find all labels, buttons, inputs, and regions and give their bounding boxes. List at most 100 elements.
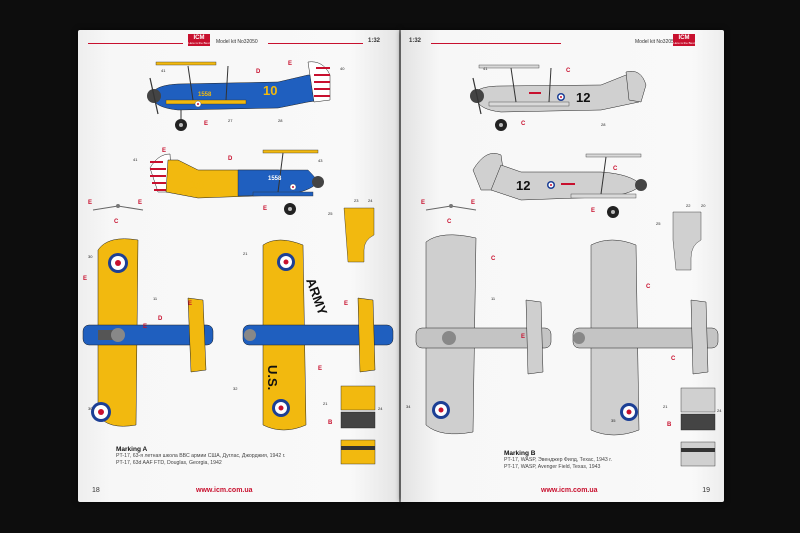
stencil-strips-right: 21 24B (663, 387, 722, 467)
svg-text:24: 24 (378, 406, 383, 411)
marking-a-drawings: 10 1558 E D E 41 40 28 27 10 1558 E D E 41 43 (82, 61, 394, 465)
fuselage-number-b1: 12 (576, 90, 590, 105)
bottom-view-right: CC 35 (572, 239, 719, 436)
tail-number-2: 1558 (268, 176, 282, 182)
svg-text:11: 11 (491, 296, 496, 301)
logo-subtitle-right: Here is the Best (673, 41, 695, 45)
page-number-right: 19 (702, 487, 710, 494)
grey-side-view-1: 12 C C 41 28 (470, 64, 647, 131)
svg-text:30: 30 (88, 254, 93, 259)
fuselage-number-2: 10 (190, 177, 204, 192)
svg-text:27: 27 (228, 118, 233, 123)
svg-text:C: C (613, 166, 618, 172)
svg-text:41: 41 (133, 157, 138, 162)
header-scale-right: 1:32 (409, 38, 422, 44)
svg-text:D: D (228, 156, 233, 162)
svg-text:32: 32 (233, 386, 238, 391)
svg-text:E: E (263, 206, 267, 212)
top-view-right: C E 34 11 (406, 234, 552, 435)
svg-text:E: E (138, 200, 142, 206)
svg-text:E: E (162, 148, 166, 154)
svg-text:20: 20 (701, 203, 706, 208)
svg-text:E: E (88, 200, 92, 206)
marking-b-drawings: 12 C C 41 28 12 C E E E C 25 22 20 (406, 64, 722, 467)
header-scale: 1:32 (368, 38, 381, 44)
wing-detail-panel-b: 25 22 20 (656, 203, 706, 271)
svg-text:B: B (667, 422, 672, 428)
marking-b-line-ru: PT-17, WASP, Эвенджер Филд, Техас, 1943 … (504, 457, 612, 463)
svg-text:E: E (318, 366, 322, 372)
front-view-small: E E C (88, 200, 144, 225)
wing-text-us: U.S. (265, 365, 280, 390)
stencil-strips-left: 21 24B (323, 385, 383, 465)
svg-text:41: 41 (161, 68, 166, 73)
svg-text:22: 22 (686, 203, 691, 208)
svg-text:30: 30 (88, 406, 93, 411)
marking-a-line-ru: PT-17, 63-я летная школа ВВС армии США, … (116, 453, 286, 459)
blue-side-view-2: 10 1558 E D E 41 43 (133, 148, 324, 215)
header-line-right-1 (431, 43, 561, 44)
svg-text:25: 25 (656, 221, 661, 226)
svg-text:24: 24 (717, 408, 722, 413)
footer-url-right[interactable]: www.icm.com.ua (541, 487, 598, 494)
marking-a-caption: Marking A PT-17, 63-я летная школа ВВС а… (116, 446, 285, 467)
svg-text:D: D (158, 316, 163, 322)
svg-text:D: D (256, 69, 261, 75)
marking-b-title: Marking B (504, 450, 536, 457)
page-number-left: 18 (92, 487, 100, 494)
svg-text:28: 28 (278, 118, 283, 123)
svg-text:35: 35 (611, 418, 616, 423)
svg-text:34: 34 (406, 404, 411, 409)
svg-text:E: E (143, 324, 147, 330)
logo-text-right: ICM (678, 35, 690, 41)
blue-side-view-1: 10 1558 E D E 41 40 28 27 (147, 61, 345, 131)
book-spine (396, 30, 404, 502)
marking-a-line-en: PT-17, 63d AAF FTD, Douglas, Georgia, 19… (116, 460, 222, 466)
svg-text:21: 21 (243, 251, 248, 256)
svg-text:C: C (447, 219, 452, 225)
svg-text:B: B (328, 420, 333, 426)
marking-b-caption: Marking B PT-17, WASP, Эвенджер Филд, Те… (504, 450, 612, 471)
svg-text:E: E (421, 200, 425, 206)
svg-text:C: C (114, 219, 119, 225)
fuselage-number-1: 10 (263, 83, 277, 98)
svg-text:C: C (646, 284, 651, 290)
svg-text:21: 21 (663, 404, 668, 409)
footer-url-left[interactable]: www.icm.com.ua (196, 487, 253, 494)
svg-text:E: E (204, 121, 208, 127)
svg-text:E: E (521, 334, 525, 340)
svg-text:28: 28 (601, 122, 606, 127)
svg-text:E: E (344, 301, 348, 307)
svg-text:41: 41 (483, 66, 488, 71)
marking-a-title: Marking A (116, 446, 148, 453)
fuselage-number-b2: 12 (516, 178, 530, 193)
header-line-right (268, 43, 363, 44)
svg-text:40: 40 (340, 66, 345, 71)
marking-b-line-en: PT-17, WASP, Avenger Field, Texas, 1943 (504, 464, 601, 470)
header-model-number-right: Model kit No32050 (635, 39, 677, 45)
wing-text-army: ARMY (303, 276, 330, 317)
tail-number-1: 1558 (198, 92, 212, 98)
svg-text:43: 43 (318, 158, 323, 163)
svg-text:11: 11 (153, 296, 158, 301)
svg-text:C: C (521, 121, 526, 127)
svg-text:24: 24 (368, 198, 373, 203)
logo-text: ICM (193, 35, 205, 41)
svg-text:C: C (566, 68, 571, 74)
svg-text:C: C (491, 256, 496, 262)
svg-text:E: E (591, 208, 595, 214)
header-model-number: Model kit No32050 (216, 39, 258, 45)
svg-text:25: 25 (328, 211, 333, 216)
svg-text:21: 21 (323, 401, 328, 406)
grey-side-view-2: 12 C E (472, 153, 647, 218)
svg-text:E: E (288, 61, 292, 67)
logo-subtitle: Here is the Best (188, 41, 210, 45)
header-line-left (88, 43, 183, 44)
